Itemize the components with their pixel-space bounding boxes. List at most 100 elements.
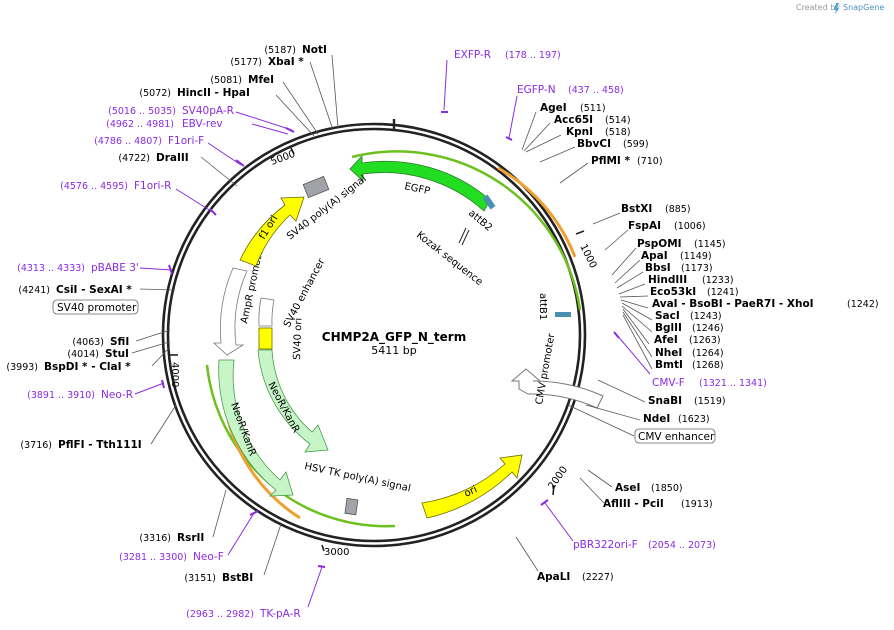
enzyme-saci: SacI <box>655 310 680 322</box>
svg-text:(1264): (1264) <box>692 348 724 359</box>
tick-3000: 3000 <box>321 544 349 558</box>
enzyme-snabi: SnaBI <box>648 395 682 407</box>
svg-text:(1623): (1623) <box>678 414 710 425</box>
enzyme-apai: ApaI <box>641 250 668 262</box>
sv40-enhancer-label: SV40 enhancer <box>282 256 328 329</box>
enzyme-afei: AfeI <box>654 334 678 346</box>
enzyme-bmti: BmtI <box>655 359 683 371</box>
sv40-promoter-label: SV40 promoter <box>57 302 137 314</box>
enzyme-hindiii: HindIII <box>648 274 687 286</box>
primer-egfp-n: EGFP-N <box>517 84 556 96</box>
svg-text:(4786 .. 4807): (4786 .. 4807) <box>94 136 162 147</box>
svg-text:(4241): (4241) <box>18 285 50 296</box>
sv40-enhancer-feature[interactable]: SV40 enhancer <box>258 256 328 329</box>
svg-text:(5187): (5187) <box>264 45 296 56</box>
svg-text:(3891 .. 3910): (3891 .. 3910) <box>27 390 95 401</box>
credit-text: Created by <box>796 3 840 12</box>
enzyme-acc65i: Acc65I <box>554 114 593 126</box>
kozak-feature: Kozak sequence <box>414 227 485 288</box>
snapgene-logo: SnapGene <box>834 3 884 14</box>
tick-4000: 4000 <box>168 354 180 387</box>
orf-orange-1 <box>497 166 577 258</box>
primer-neo-r: Neo-R <box>101 389 133 401</box>
svg-text:(2054 .. 2073): (2054 .. 2073) <box>648 540 716 551</box>
leader-lines-right <box>515 111 653 572</box>
enzyme-asei: AseI <box>615 482 640 494</box>
hsv-tk-polya-feature[interactable]: HSV TK poly(A) signal <box>303 461 412 516</box>
enzyme-apali: ApaLI <box>537 571 570 583</box>
cmv-enhancer-box[interactable]: CMV enhancer <box>634 428 716 444</box>
svg-text:(1913): (1913) <box>681 499 713 510</box>
sv40-promoter-box[interactable]: SV40 promoter <box>52 299 139 315</box>
enzyme-pflfi-tth111i: PflFI - Tth111I <box>58 439 142 451</box>
neor-outer-feature[interactable]: NeoR/KanR <box>218 359 294 497</box>
enzyme-bbvci: BbvCI <box>577 138 611 150</box>
enzyme-afliii-pcii: AflIII - PciI <box>603 498 664 510</box>
enzyme-agei: AgeI <box>540 102 567 114</box>
svg-text:1000: 1000 <box>577 242 598 270</box>
svg-text:(599): (599) <box>623 139 649 150</box>
tick-1000: 1000 <box>575 230 598 270</box>
enzyme-draiii: DraIII <box>156 152 189 164</box>
svg-text:(3281 .. 3300): (3281 .. 3300) <box>119 552 187 563</box>
svg-text:(1268): (1268) <box>692 360 724 371</box>
enzyme-labels-left: (5187) NotI (5177) XbaI * (5081) MfeI (5… <box>6 44 327 584</box>
primer-tk-pa-r: TK-pA-R <box>259 608 301 620</box>
orf-green-right <box>351 150 582 311</box>
kozak-label: Kozak sequence <box>414 230 484 288</box>
svg-text:(3716): (3716) <box>20 440 52 451</box>
primer-leaders <box>134 59 651 608</box>
svg-text:(178 .. 197): (178 .. 197) <box>505 50 561 61</box>
attb2-label: attB2 <box>466 208 494 234</box>
cmv-promoter-feature[interactable]: CMV promoter <box>510 332 604 409</box>
attb1-label: attB1 <box>537 293 548 320</box>
enzyme-xbai: XbaI * <box>268 56 304 68</box>
svg-text:(4014): (4014) <box>67 349 99 360</box>
svg-text:(511): (511) <box>580 103 606 114</box>
sv40-ori-feature[interactable]: SV40 ori <box>258 318 304 360</box>
svg-text:5000: 5000 <box>269 149 297 168</box>
ori-feature[interactable]: ori <box>421 454 523 519</box>
enzyme-nhei: NheI <box>655 347 682 359</box>
svg-text:(1241): (1241) <box>707 287 739 298</box>
enzyme-pflmi: PflMI * <box>591 155 630 167</box>
primer-pbabe-3: pBABE 3' <box>91 262 139 274</box>
hsv-tk-label: HSV TK poly(A) signal <box>303 461 411 494</box>
svg-text:(3993): (3993) <box>6 362 38 373</box>
svg-text:(4722): (4722) <box>118 153 150 164</box>
attb1-feature[interactable]: attB1 <box>537 293 571 320</box>
neor-inner-feature[interactable]: NeoR/KanR <box>257 349 329 453</box>
svg-text:(4313 .. 4333): (4313 .. 4333) <box>17 263 85 274</box>
enzyme-csii-sexai: CsiI - SexAI * <box>56 284 132 296</box>
svg-text:(4063): (4063) <box>72 337 104 348</box>
egfp-feature[interactable]: EGFP <box>349 154 491 212</box>
tick-2000: 2000 <box>546 465 570 496</box>
svg-text:4000: 4000 <box>169 362 180 387</box>
svg-text:(1519): (1519) <box>694 396 726 407</box>
primer-pbr322ori-f: pBR322ori-F <box>573 539 638 551</box>
primer-sv40pa-r: SV40pA-R <box>182 105 234 117</box>
enzyme-pspomi: PspOMI <box>637 238 682 250</box>
sv40-ori-label: SV40 ori <box>292 318 304 360</box>
svg-text:(1263): (1263) <box>689 335 721 346</box>
svg-text:(710): (710) <box>637 156 663 167</box>
enzyme-mfei: MfeI <box>248 74 274 86</box>
svg-text:(1242): (1242) <box>847 299 879 310</box>
svg-text:(3316): (3316) <box>139 533 171 544</box>
leader-lines-left <box>131 54 339 576</box>
svg-text:(4576 .. 4595): (4576 .. 4595) <box>60 181 128 192</box>
svg-text:(514): (514) <box>605 115 631 126</box>
egfp-label: EGFP <box>403 181 431 197</box>
enzyme-sfii: SfiI <box>110 336 129 348</box>
enzyme-ndei: NdeI <box>643 413 670 425</box>
enzyme-hincii-hpai: HincII - HpaI <box>177 87 250 99</box>
svg-text:(1006): (1006) <box>674 221 706 232</box>
enzyme-labels-right: AgeI (511) Acc65I (514) KpnI (518) BbvCI… <box>537 102 879 583</box>
backbone-inner-strand <box>166 127 582 543</box>
enzyme-bglii: BglII <box>655 322 682 334</box>
svg-text:(1149): (1149) <box>680 251 712 262</box>
svg-text:(1321 .. 1341): (1321 .. 1341) <box>699 378 767 389</box>
ori-label: ori <box>463 484 479 499</box>
svg-text:(5016 .. 5035): (5016 .. 5035) <box>108 106 176 117</box>
